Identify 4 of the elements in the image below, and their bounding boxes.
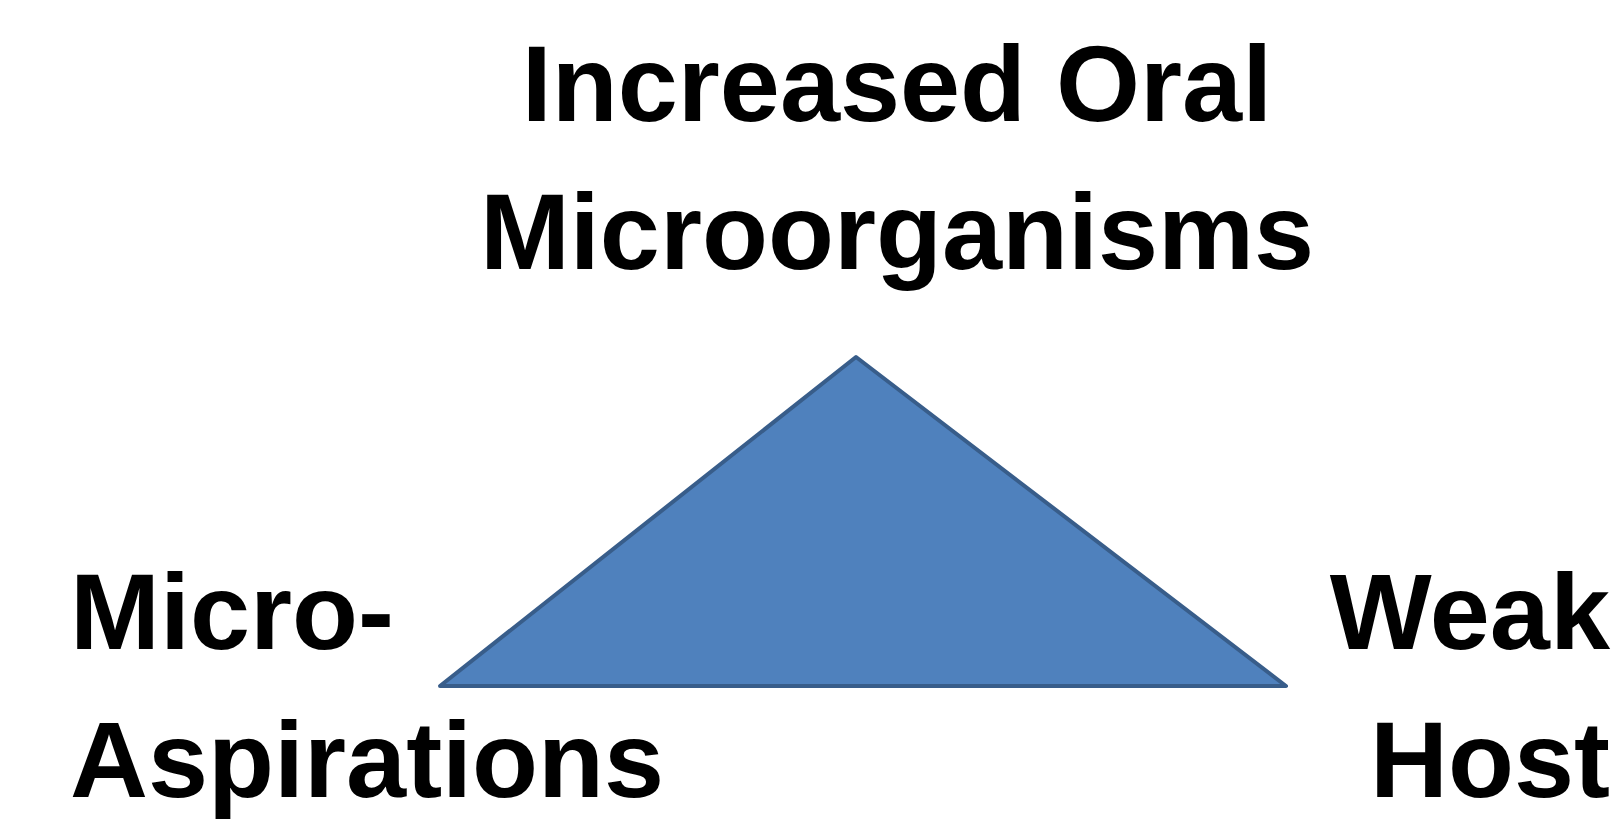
triangle-shape	[438, 355, 1288, 688]
corner-label: Micro- Aspirations	[70, 550, 666, 822]
corner-label: Increased Oral Microorganisms	[478, 22, 1316, 294]
corner-label: Weak Host	[1328, 550, 1610, 822]
